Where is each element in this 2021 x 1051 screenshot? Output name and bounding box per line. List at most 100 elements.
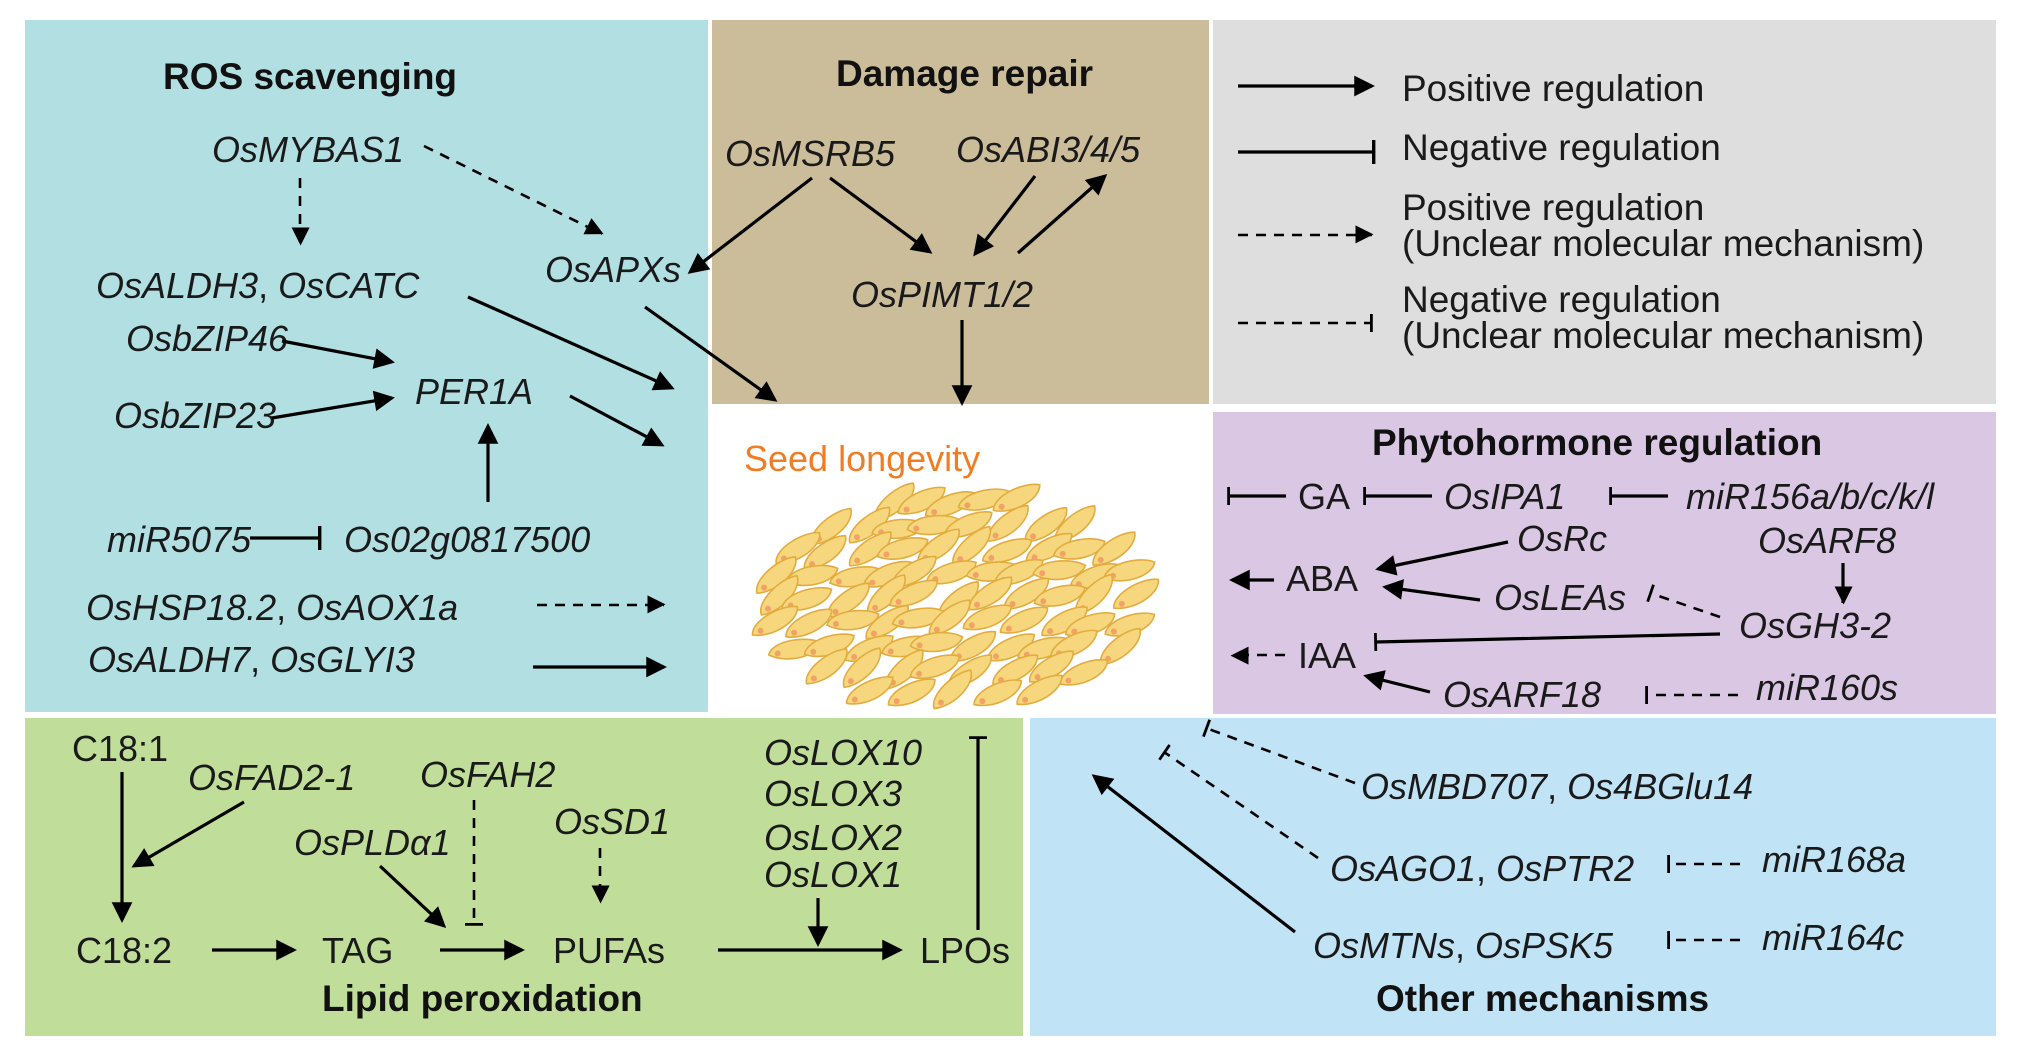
arrow-aldh3-longevity [467, 295, 675, 391]
rice-seed [887, 678, 936, 707]
ros-panel [25, 20, 708, 712]
gene-ospld-a1: OsPLDα1 [294, 822, 451, 863]
gene-osago1-osptr2: OsAGO1, OsPTR2 [1330, 848, 1634, 889]
rice-seed [889, 579, 939, 608]
lipid-tag: TAG [322, 930, 393, 971]
arrow-osrc-aba [1375, 540, 1509, 576]
rice-seed [759, 574, 799, 616]
arrow-apxs-longevity [644, 305, 778, 402]
rice-seed [781, 586, 833, 611]
lipid-c182: C18:2 [76, 930, 172, 971]
inhibit-mbd707-longevity [1202, 719, 1356, 785]
rice-seed [1032, 560, 1087, 581]
rice-seed [805, 648, 848, 685]
gene-osmsrb5: OsMSRB5 [725, 133, 896, 174]
inhibit-gh3-leas [1646, 584, 1721, 619]
gene-oslox2: OsLOX2 [764, 817, 902, 858]
arrow-msrb5-pimt [829, 176, 933, 254]
rice-seed [876, 537, 929, 560]
gene-mir164c: miR164c [1762, 917, 1904, 958]
gene-mir168a: miR168a [1762, 839, 1906, 880]
arrow-pld-pufas [378, 864, 447, 929]
legend-positive-unclear-label: Positive regulation [1402, 187, 1704, 228]
gene-oslox3: OsLOX3 [764, 773, 902, 814]
arrow-fad2-c182 [131, 800, 245, 868]
rice-seed [1016, 674, 1063, 706]
gene-ossd1: OsSD1 [554, 801, 670, 842]
legend-panel [1213, 20, 1996, 404]
gene-osrc: OsRc [1517, 518, 1607, 559]
rice-seed [1041, 606, 1088, 637]
rice-seed [803, 633, 855, 658]
arrow-mybas1-apxs [423, 144, 604, 236]
gene-oshsp18-osaox1a: OsHSP18.2, OsAOX1a [86, 587, 458, 628]
gene-osbzip46: OsbZIP46 [126, 318, 289, 359]
gene-osarf18: OsARF18 [1443, 674, 1601, 715]
gene-osaldh7-osglyi3: OsALDH7, OsGLYI3 [88, 639, 415, 680]
rice-seed [1033, 584, 1086, 607]
gene-ospimt12: OsPIMT1/2 [851, 274, 1033, 315]
legend-positive-unclear-note: (Unclear molecular mechanism) [1402, 223, 1924, 264]
hormone-aba: ABA [1286, 558, 1358, 599]
rice-seed [848, 506, 891, 544]
gene-oslox10: OsLOX10 [764, 732, 922, 773]
gene-osleas: OsLEAs [1494, 577, 1626, 618]
rice-seed [968, 576, 1013, 611]
lipid-pufas: PUFAs [553, 930, 665, 971]
arrow-bzip46-per1a [281, 339, 395, 369]
gene-os02g0817500: Os02g0817500 [344, 519, 590, 560]
inhibit-ago1-longevity [1158, 744, 1319, 860]
damage-title: Damage repair [836, 53, 1093, 94]
rice-seed [1092, 531, 1136, 566]
legend-negative-label: Negative regulation [1402, 127, 1721, 168]
ros-title: ROS scavenging [163, 56, 457, 97]
arrow-pimt-abi [1016, 174, 1108, 255]
arrow-mtns-longevity [1091, 774, 1296, 934]
lipid-c181: C18:1 [72, 728, 168, 769]
rice-seed [986, 633, 1035, 662]
gene-osipa1: OsIPA1 [1444, 476, 1565, 517]
other-title: Other mechanisms [1376, 978, 1709, 1019]
seed-longevity-label: Seed longevity [744, 438, 980, 479]
seed-pile-illustration [751, 482, 1160, 710]
legend-negative-unclear-note: (Unclear molecular mechanism) [1402, 315, 1924, 356]
gene-osmtns-ospsk5: OsMTNs, OsPSK5 [1313, 925, 1614, 966]
gene-per1a: PER1A [415, 371, 533, 412]
rice-seed [1113, 578, 1160, 610]
gene-osfah2: OsFAH2 [420, 754, 555, 795]
rice-seed [826, 609, 880, 631]
rice-seed [999, 606, 1049, 634]
gene-osbzip23: OsbZIP23 [114, 395, 276, 436]
gene-osarf8: OsARF8 [1758, 520, 1896, 561]
gene-osfad2-1: OsFAD2-1 [188, 757, 355, 798]
rice-seed [1052, 538, 1106, 560]
gene-osgh3-2: OsGH3-2 [1739, 605, 1891, 646]
gene-mir5075: miR5075 [107, 519, 252, 560]
gene-osabi345: OsABI3/4/5 [956, 129, 1141, 170]
gene-mir160s: miR160s [1756, 667, 1898, 708]
rice-seed [751, 605, 799, 637]
rice-seed [785, 608, 833, 638]
gene-osmybas1: OsMYBAS1 [212, 129, 404, 170]
lipid-lpos: LPOs [920, 930, 1010, 971]
legend-negative-unclear-label: Negative regulation [1402, 279, 1721, 320]
gene-mir156: miR156a/b/c/k/l [1686, 476, 1935, 517]
lipid-title: Lipid peroxidation [322, 978, 643, 1019]
lipid-panel [25, 718, 1023, 1036]
rice-seed [909, 654, 961, 680]
hormone-iaa: IAA [1298, 635, 1356, 676]
rice-seed [909, 631, 964, 653]
rice-seed [1104, 612, 1156, 637]
gene-oslox1: OsLOX1 [764, 854, 902, 895]
hormone-ga: GA [1298, 476, 1350, 517]
rice-seed [1059, 659, 1109, 686]
inhibit-gh3-iaa [1373, 632, 1721, 652]
rice-seed [848, 531, 892, 567]
phytohormone-panel [1213, 412, 1996, 714]
legend-positive-label: Positive regulation [1402, 68, 1704, 109]
rice-seed [842, 647, 882, 689]
rice-seed [962, 604, 1013, 631]
gene-osaldh3-oscatc: OsALDH3, OsCATC [96, 265, 420, 306]
rice-seed [928, 599, 971, 636]
